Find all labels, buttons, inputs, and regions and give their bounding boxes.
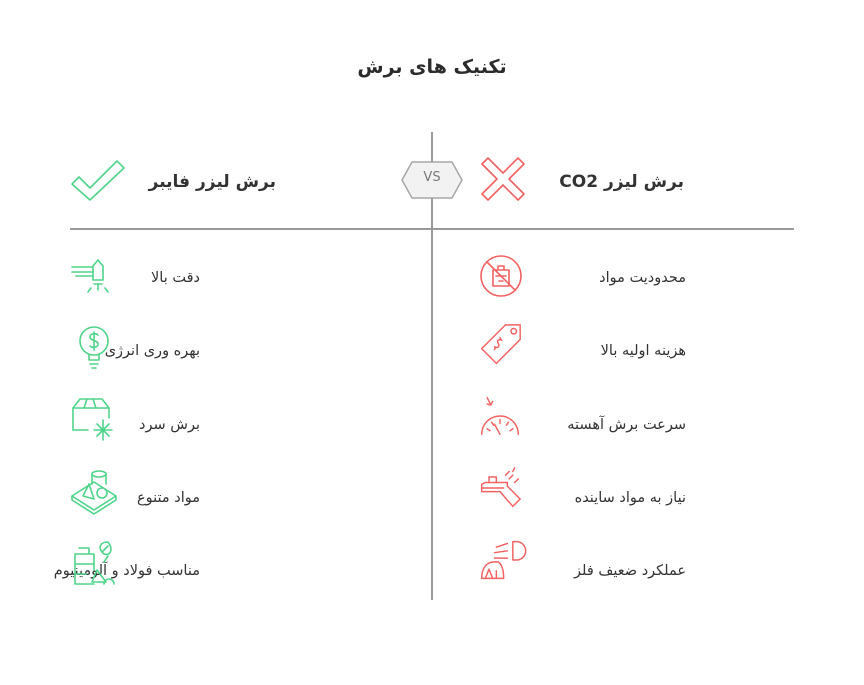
no-materials-icon [479, 254, 523, 298]
left-item-label: دقت بالا [151, 270, 200, 286]
right-item-label: عملکرد ضعیف فلز [574, 563, 686, 579]
right-heading: برش لیزر CO2 [559, 172, 684, 192]
materials-platform-icon [71, 466, 117, 515]
cross-icon [480, 156, 526, 202]
price-tag-icon [478, 323, 522, 367]
left-heading: برش لیزر فایبر [148, 172, 276, 192]
right-item-label: محدودیت مواد [599, 270, 686, 286]
vs-badge [401, 161, 463, 199]
dollar-bulb-icon [76, 324, 120, 369]
box-snowflake-icon [72, 396, 116, 441]
metal-materials-icon [72, 540, 116, 585]
page-title: تکنیک های برش [357, 56, 507, 78]
left-item-label: بهره وری انرژی [104, 343, 200, 359]
left-item-label: مناسب فولاد و آلومینیوم [53, 563, 200, 579]
laser-nozzle-icon [71, 256, 116, 300]
vs-label: VS [423, 170, 441, 185]
slow-speed-gauge-icon [478, 394, 522, 438]
left-item-label: مواد متنوع [136, 490, 200, 506]
abrasive-tube-icon [478, 466, 522, 510]
left-item-label: برش سرد [139, 417, 200, 433]
right-item-label: هزینه اولیه بالا [600, 343, 686, 359]
weak-magnet-icon [478, 538, 527, 582]
check-icon [70, 158, 126, 202]
right-item-label: سرعت برش آهسته [567, 417, 686, 433]
vertical-divider [431, 132, 433, 600]
right-item-label: نیاز به مواد ساینده [574, 490, 686, 506]
horizontal-divider [70, 228, 794, 230]
